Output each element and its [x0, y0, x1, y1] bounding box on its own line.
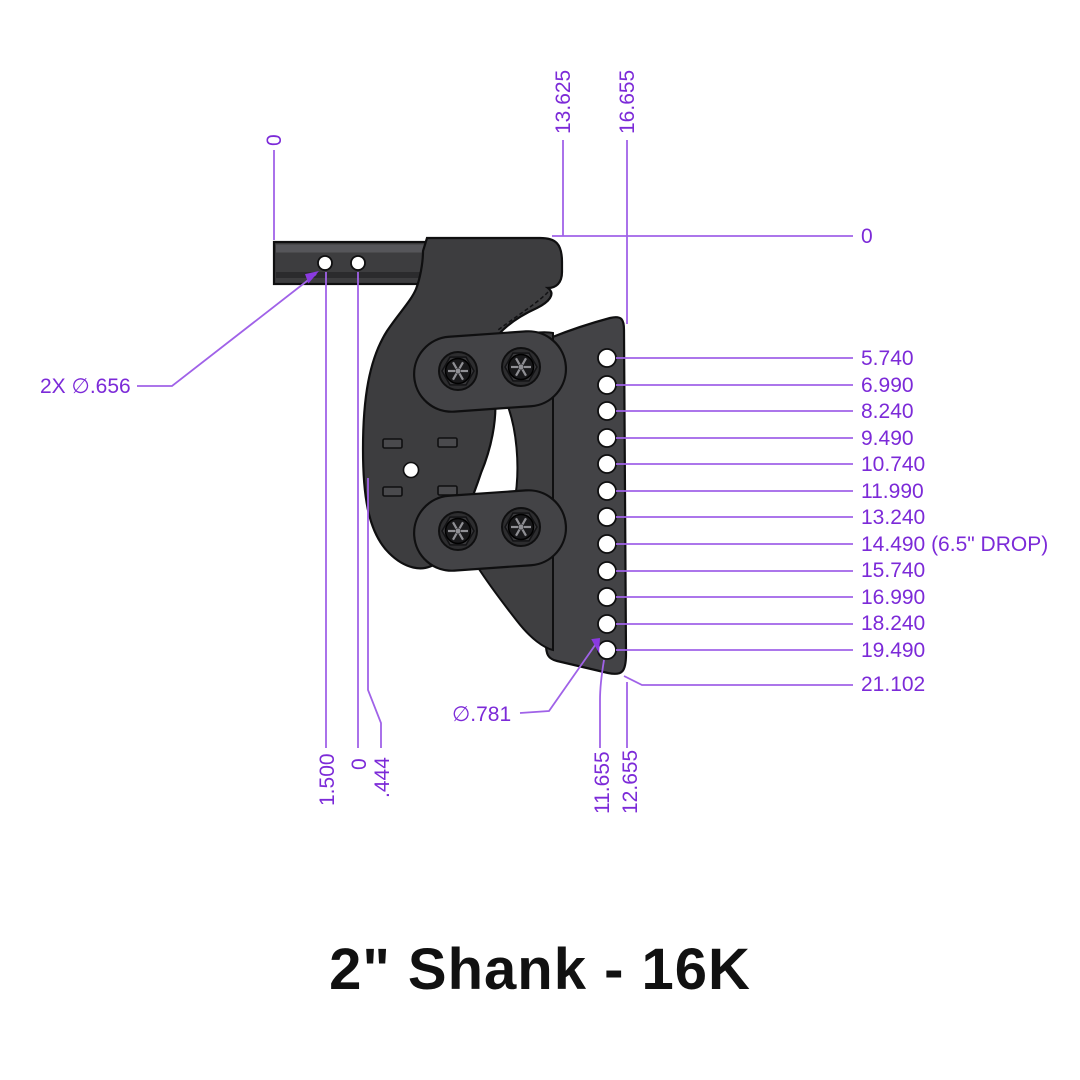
dim-label-right-19-490: 19.490 [861, 639, 925, 662]
dimension-lines [137, 140, 853, 748]
torx-bolt [500, 346, 542, 388]
plate-hole [597, 534, 617, 554]
body-pin-hole [402, 461, 420, 479]
dim-label-right-6-990: 6.990 [861, 374, 914, 397]
dim-label-right-10-740: 10.740 [861, 453, 925, 476]
plate-hole [597, 481, 617, 501]
dim-label-bottom-0: 0 [348, 758, 371, 770]
link-plate-bottom [413, 489, 568, 572]
dim-label-right-14-490-drop: 14.490 (6.5" DROP) [861, 533, 1048, 556]
torx-bolt [500, 506, 542, 548]
dim-label-right-16-990: 16.990 [861, 586, 925, 609]
plate-hole [597, 561, 617, 581]
dim-label-right-9-490: 9.490 [861, 427, 914, 450]
plate-hole [597, 375, 617, 395]
shank-hole-rear [350, 255, 366, 271]
slot [382, 438, 403, 449]
callout-label-781: ∅.781 [452, 703, 511, 726]
dim-label-bottom-444: .444 [371, 757, 394, 798]
callout-leader-656 [137, 273, 317, 387]
plate-hole [597, 640, 617, 660]
dimension-labels: 0 13.625 16.655 0 5.740 6.990 8.240 9.49… [40, 70, 1048, 814]
leader-arrowheads [305, 271, 600, 654]
dim-label-right-0: 0 [861, 225, 873, 248]
dim-line-bottom-444 [367, 478, 382, 748]
dim-label-top-16-655: 16.655 [616, 70, 639, 134]
torx-bolt [437, 350, 479, 392]
body-slots [382, 437, 458, 497]
dim-label-right-13-240: 13.240 [861, 506, 925, 529]
dim-leader-21-102 [623, 675, 853, 686]
slot [437, 437, 458, 448]
dim-label-right-8-240: 8.240 [861, 400, 914, 423]
shank-bar [272, 240, 446, 286]
slot [437, 485, 458, 496]
dim-label-bottom-1-500: 1.500 [316, 753, 339, 806]
slot [382, 486, 403, 497]
dim-label-top-0: 0 [263, 134, 286, 146]
dim-label-bottom-11-655: 11.655 [591, 751, 614, 814]
shank-top-chamfer [276, 244, 442, 253]
callout-label-656: 2X ∅.656 [40, 375, 131, 398]
link-plate-top [413, 330, 568, 413]
callout-leader-781 [519, 640, 599, 714]
dim-label-right-18-240: 18.240 [861, 612, 925, 635]
shank-hole-front [317, 255, 333, 271]
plate-hole [597, 587, 617, 607]
plate-holes [597, 348, 617, 660]
plate-hole [597, 401, 617, 421]
hitch-part [272, 236, 628, 675]
plate-hole [597, 454, 617, 474]
plate-hole [597, 507, 617, 527]
dim-label-right-11-990: 11.990 [861, 480, 924, 503]
drawing-title: 2" Shank - 16K [329, 937, 751, 1002]
arrowhead [305, 271, 319, 284]
dim-label-right-15-740: 15.740 [861, 559, 925, 582]
dim-line-bottom-11-655 [599, 659, 605, 748]
dim-label-top-13-625: 13.625 [552, 70, 575, 134]
shank-bottom-shadow [276, 272, 442, 278]
arrowhead [591, 638, 600, 654]
torx-bolt [437, 510, 479, 552]
plate-hole [597, 614, 617, 634]
dim-label-bottom-12-655: 12.655 [619, 750, 642, 814]
plate-hole [597, 348, 617, 368]
dim-label-right-21-102: 21.102 [861, 673, 925, 696]
jaw-chamfer-line [497, 291, 549, 331]
dim-label-right-5-740: 5.740 [861, 347, 914, 370]
plate-hole [597, 428, 617, 448]
